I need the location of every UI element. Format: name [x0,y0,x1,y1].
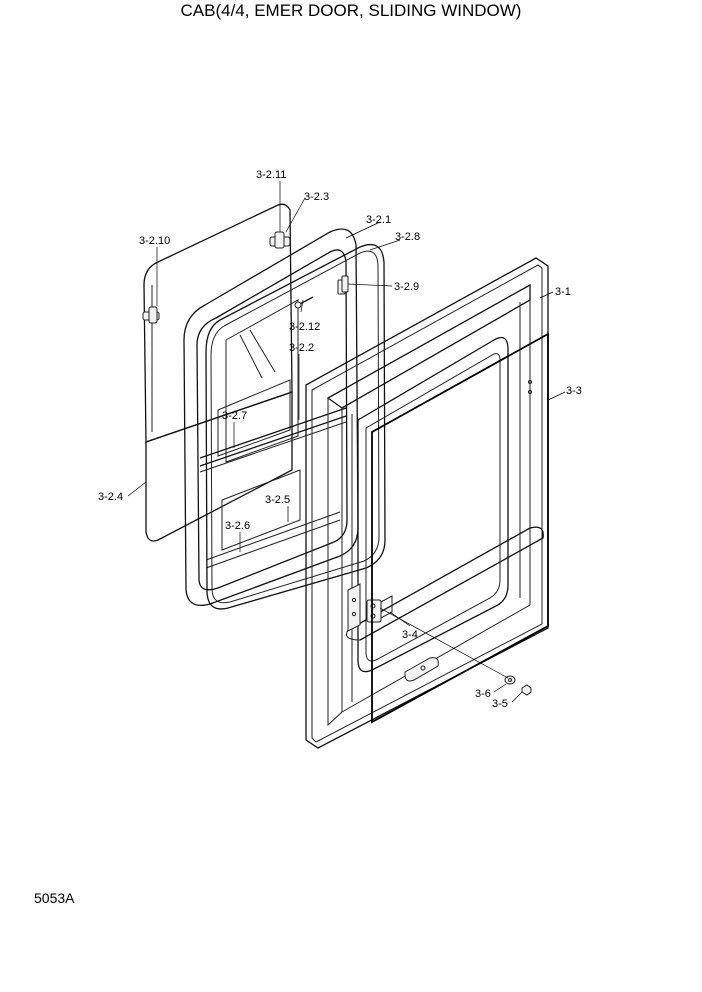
label-3-2-8: 3-2.8 [395,231,420,243]
label-3-2-11: 3-2.11 [256,169,286,181]
label-3-5: 3-5 [492,698,508,710]
label-3-2-4: 3-2.4 [98,491,123,503]
lower-glass-panel [145,391,293,542]
bolt-3-2-12 [294,296,314,309]
nut-3-5 [521,684,532,696]
drawing-code: 5053A [34,890,75,906]
latch-left [142,306,160,324]
label-3-6: 3-6 [475,688,491,700]
label-3-2-5: 3-2.5 [265,494,290,506]
window-sash-frame [183,228,359,607]
label-3-2-7: 3-2.7 [222,410,247,422]
part-labels: 3-2.11 3-2.3 3-2.1 3-2.10 3-2.8 3-2.9 3-… [98,169,582,710]
latch-top [269,231,291,249]
label-3-1: 3-1 [555,286,571,298]
label-3-2-2: 3-2.2 [289,342,314,354]
leader-lines [127,181,566,703]
label-3-4: 3-4 [402,629,418,641]
door-frame [305,257,549,749]
screw-3-2-9 [337,275,349,295]
label-3-3: 3-3 [566,385,582,397]
label-3-2-9: 3-2.9 [394,281,419,293]
label-3-2-1: 3-2.1 [366,214,391,226]
door-glass [371,332,549,724]
label-3-2-3: 3-2.3 [304,191,329,203]
label-3-2-12: 3-2.12 [289,321,320,333]
label-3-2-6: 3-2.6 [225,520,250,532]
diagram-title: CAB(4/4, EMER DOOR, SLIDING WINDOW) [180,1,522,20]
label-3-2-10: 3-2.10 [139,235,170,247]
